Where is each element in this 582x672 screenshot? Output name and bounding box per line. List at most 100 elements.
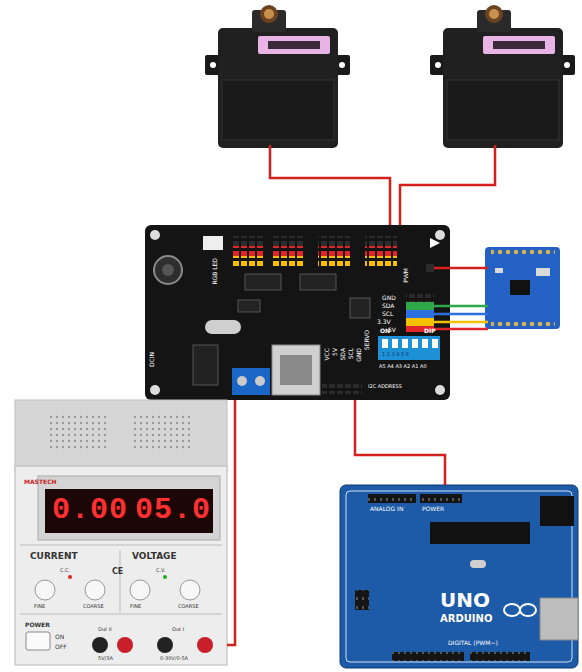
printed-label: SCL xyxy=(382,311,393,317)
printed-label: FINE xyxy=(34,604,45,609)
servo-motor xyxy=(430,5,575,148)
printed-label: COARSE xyxy=(178,604,199,609)
power-supply xyxy=(130,580,150,600)
servo-driver-board xyxy=(232,246,264,256)
printed-label: RGB LED xyxy=(212,258,218,285)
servo-driver-board xyxy=(154,256,182,284)
power-supply xyxy=(15,466,227,665)
servo-driver-board xyxy=(232,368,270,395)
servo-motor xyxy=(205,5,350,148)
servo-driver-board xyxy=(150,385,160,395)
arduino-board xyxy=(355,590,369,610)
servo-driver-board xyxy=(426,264,434,272)
power-supply xyxy=(45,489,213,533)
printed-label: CE xyxy=(112,568,123,576)
arduino-board xyxy=(470,560,486,568)
printed-label: 3.3V xyxy=(377,319,391,325)
servo-driver-board xyxy=(435,230,445,240)
servo-motor xyxy=(260,5,278,23)
servo-driver-board xyxy=(378,336,440,360)
arduino-uno-board: POWERANALOG INUNOARDUINODIGITAL (PWM~) xyxy=(340,485,578,668)
power-wire xyxy=(355,400,445,485)
servo-driver-board xyxy=(406,310,434,318)
printed-label: ON xyxy=(55,634,64,640)
printed-label: VOLTAGE xyxy=(132,552,177,561)
servo-driver-board xyxy=(280,355,312,385)
servo-driver-board xyxy=(272,236,304,246)
power-supply xyxy=(20,614,222,615)
servo-driver-board xyxy=(435,385,445,395)
printed-label: C.C. xyxy=(60,568,70,573)
servo-driver-board xyxy=(238,300,260,312)
arduino-board xyxy=(504,604,520,616)
arduino-board xyxy=(346,491,572,662)
printed-label: A5 A4 A3 A2 A1 A0 xyxy=(379,364,427,369)
printed-label: PWM xyxy=(403,268,409,283)
printed-label: VCC xyxy=(324,348,330,360)
servo-driver-board xyxy=(193,345,218,385)
servo-driver-board xyxy=(380,336,440,360)
servo-driver-board xyxy=(350,298,370,318)
printed-label: C.V. xyxy=(156,568,165,573)
servo-driver-board xyxy=(272,345,320,395)
power-supply xyxy=(157,637,173,653)
servo-driver-board: RGB LEDPWMGNDSDASCL3.3V5VONDIP1 2 3 4 5 … xyxy=(145,225,450,400)
servo-motor xyxy=(268,41,320,49)
printed-label: Out II xyxy=(98,627,112,632)
power-supply xyxy=(20,545,222,546)
printed-label: CURRENT xyxy=(30,552,78,561)
printed-label: 0-30V/0-5A xyxy=(160,656,188,661)
printed-label: I2C ADDRESS xyxy=(368,384,402,389)
arduino-board xyxy=(470,652,530,661)
printed-label: SCL xyxy=(348,348,354,359)
servo-driver-board xyxy=(365,256,397,266)
power-supply xyxy=(85,580,105,600)
servo-driver-board xyxy=(237,376,247,386)
sensor-module xyxy=(536,268,550,276)
servo-driver-board xyxy=(145,225,450,400)
power-supply xyxy=(50,412,110,452)
servo-driver-board xyxy=(318,256,350,266)
sensor-wire xyxy=(434,268,488,329)
sensor-module xyxy=(485,247,560,329)
power-supply xyxy=(117,637,133,653)
power-supply xyxy=(130,412,190,452)
power-supply xyxy=(15,400,227,665)
power-supply xyxy=(26,632,50,650)
printed-label: FINE xyxy=(130,604,141,609)
printed-label: ON xyxy=(380,328,390,334)
arduino-board xyxy=(430,522,530,544)
sensor-wire xyxy=(434,321,488,324)
servo-driver-board xyxy=(318,236,350,246)
printed-label: ARDUINO xyxy=(440,614,492,624)
printed-label: DIP xyxy=(424,328,436,334)
printed-label: UNO xyxy=(440,590,490,610)
power-supply xyxy=(197,637,213,653)
bench-power-supply: MASTECH0.0005.0CURRENTVOLTAGEC.C.CEC.V.F… xyxy=(15,400,227,665)
servo-driver-board xyxy=(150,230,160,240)
servo-motor xyxy=(339,62,345,68)
power-supply xyxy=(15,400,227,472)
printed-label: 1 2 3 4 5 6 xyxy=(382,352,409,357)
servo-driver-board xyxy=(406,302,434,310)
power-supply xyxy=(35,580,55,600)
sensor-wire xyxy=(434,267,488,270)
printed-label: SDA xyxy=(382,303,394,309)
arduino-board xyxy=(368,494,416,503)
printed-label: SERVO xyxy=(364,330,370,350)
arduino-board xyxy=(520,604,536,616)
display-digits: 05.0 xyxy=(135,495,211,525)
servo-driver-board xyxy=(245,274,281,290)
printed-label: GND xyxy=(382,295,396,301)
arduino-board xyxy=(540,496,574,526)
power-wire xyxy=(227,400,235,645)
sensor-wire xyxy=(434,305,488,308)
printed-label: Out I xyxy=(172,627,184,632)
servo-driver-board xyxy=(205,320,241,334)
power-supply xyxy=(38,476,220,540)
servo-driver-board xyxy=(255,376,265,386)
servo-driver-board xyxy=(272,256,304,266)
servo-driver-board xyxy=(162,264,174,276)
